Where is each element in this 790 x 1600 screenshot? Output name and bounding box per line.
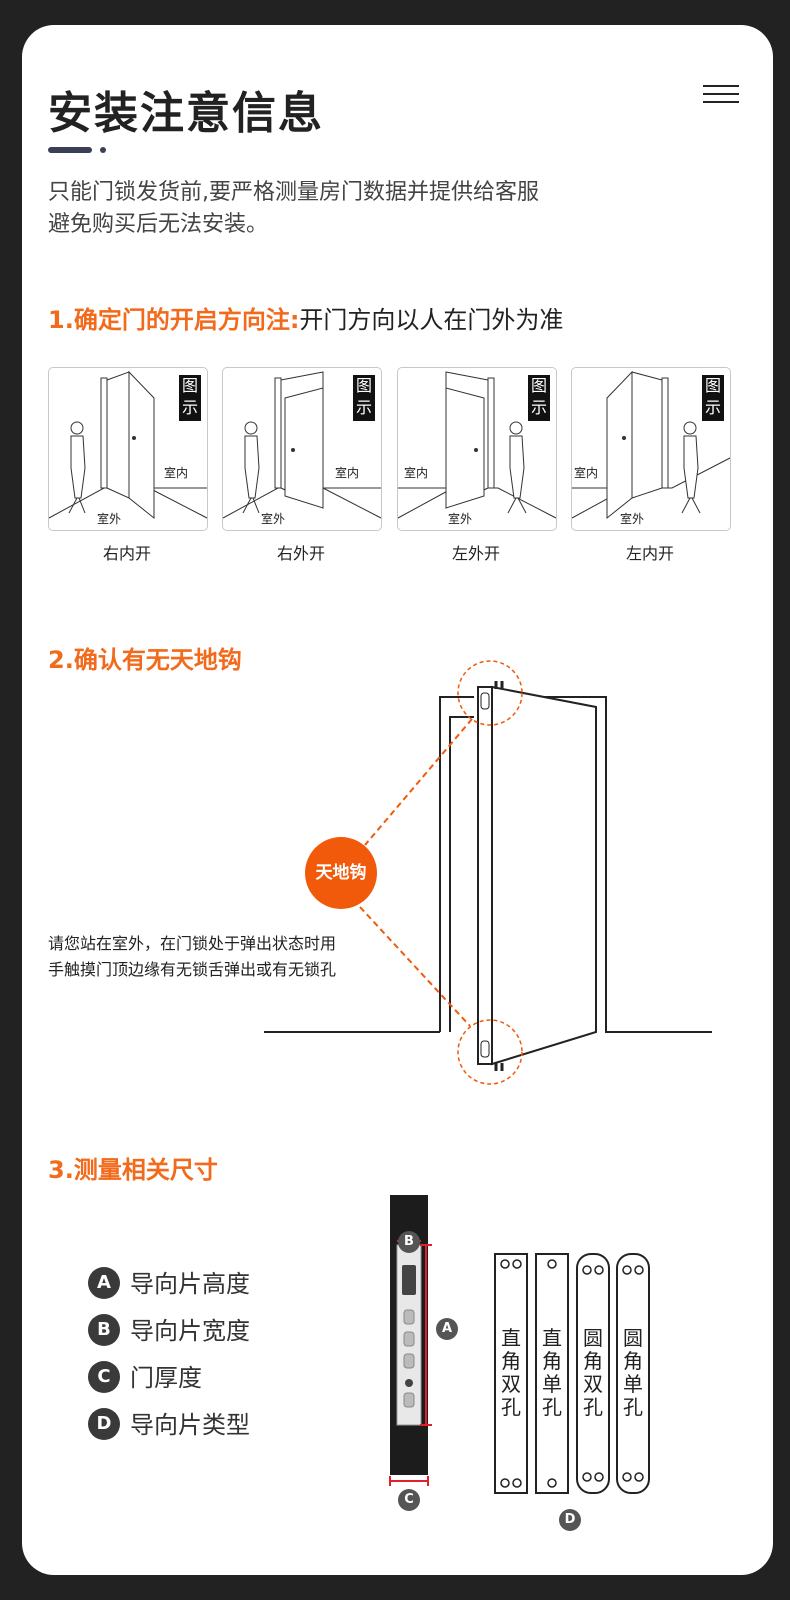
door-caption-3: 左外开: [451, 544, 500, 563]
legend-letter: D: [88, 1408, 120, 1440]
plate-square-single-hole: 直角单孔: [535, 1253, 569, 1494]
door-caption-2: 右外开: [276, 544, 325, 563]
strike-plate-measure-diagram: [389, 1195, 432, 1486]
marker-a: A: [436, 1318, 458, 1340]
legend-letter: C: [88, 1361, 120, 1393]
diagram-badge: 图示: [353, 375, 375, 421]
door-illustration: [223, 371, 381, 519]
plate-holes: [500, 1259, 522, 1488]
door-caption-1: 右内开: [102, 544, 151, 563]
door-diagram-left-outward: 图示 室内 室外: [397, 367, 557, 531]
door-illustration: [49, 370, 207, 520]
marker-b: B: [398, 1231, 420, 1253]
outdoor-label: 室外: [97, 512, 122, 526]
marker-c: C: [398, 1489, 420, 1511]
plate-label: 直角单孔: [542, 1326, 562, 1419]
plate-holes: [582, 1265, 604, 1482]
content-card: 安装注意信息 只能门锁发货前,要严格测量房门数据并提供给客服 避免购买后无法安装…: [22, 25, 773, 1575]
plate-round-double-hole: 圆角双孔: [576, 1253, 610, 1494]
diagram-badge: 图示: [702, 375, 724, 421]
diagram-badge: 图示: [179, 375, 201, 421]
plate-holes: [547, 1259, 557, 1488]
sky-ground-hook-badge: 天地钩: [305, 837, 377, 909]
legend-label: 导向片高度: [130, 1270, 250, 1298]
marker-d: D: [559, 1509, 581, 1531]
legend-label: 门厚度: [130, 1364, 202, 1392]
door-diagram-left-inward: 图示 室内 室外: [571, 367, 731, 531]
door-diagram-right-inward: 图示 室内 室外: [48, 367, 208, 531]
plate-label: 圆角单孔: [623, 1326, 643, 1419]
outdoor-label: 室外: [261, 512, 286, 526]
intro-line-2: 避免购买后无法安装。: [48, 212, 269, 237]
plate-label: 圆角双孔: [583, 1326, 603, 1419]
door-hook-diagram: [264, 660, 712, 1085]
plate-round-single-hole: 圆角单孔: [616, 1253, 650, 1494]
section3-heading: 3.测量相关尺寸: [48, 1156, 218, 1184]
title-underline-dot: [100, 147, 106, 153]
legend-label: 导向片宽度: [130, 1317, 250, 1345]
indoor-label: 室内: [574, 466, 599, 480]
title-underline: [48, 147, 92, 153]
intro-line-1: 只能门锁发货前,要严格测量房门数据并提供给客服: [48, 180, 539, 205]
legend-letter: B: [88, 1314, 120, 1346]
indoor-label: 室内: [335, 466, 360, 480]
legend-letter: A: [88, 1267, 120, 1299]
plate-holes: [622, 1265, 644, 1482]
indoor-label: 室内: [404, 466, 429, 480]
section1-heading: 1.确定门的开启方向注:: [48, 306, 300, 334]
door-illustration: [398, 371, 556, 519]
plate-label: 直角双孔: [501, 1326, 521, 1419]
door-illustration: [572, 370, 730, 520]
outdoor-label: 室外: [448, 512, 473, 526]
page-title: 安装注意信息: [48, 88, 324, 139]
section1-note: 开门方向以人在门外为准: [299, 306, 564, 334]
intro-text: 只能门锁发货前,要严格测量房门数据并提供给客服 避免购买后无法安装。: [48, 177, 698, 241]
legend-label: 导向片类型: [130, 1411, 250, 1439]
outdoor-label: 室外: [620, 512, 645, 526]
door-diagram-right-outward: 图示 室内 室外: [222, 367, 382, 531]
door-caption-4: 左内开: [625, 544, 674, 563]
plate-square-double-hole: 直角双孔: [494, 1253, 528, 1494]
section2-heading: 2.确认有无天地钩: [48, 646, 242, 674]
diagram-badge: 图示: [528, 375, 550, 421]
indoor-label: 室内: [164, 466, 189, 480]
hamburger-menu-icon[interactable]: [703, 85, 739, 105]
section1-heading-row: 1.确定门的开启方向注:开门方向以人在门外为准: [48, 300, 563, 335]
hook-check-instructions: 请您站在室外，在门锁处于弹出状态时用手触摸门顶边缘有无锁舌弹出或有无锁孔: [48, 934, 337, 979]
